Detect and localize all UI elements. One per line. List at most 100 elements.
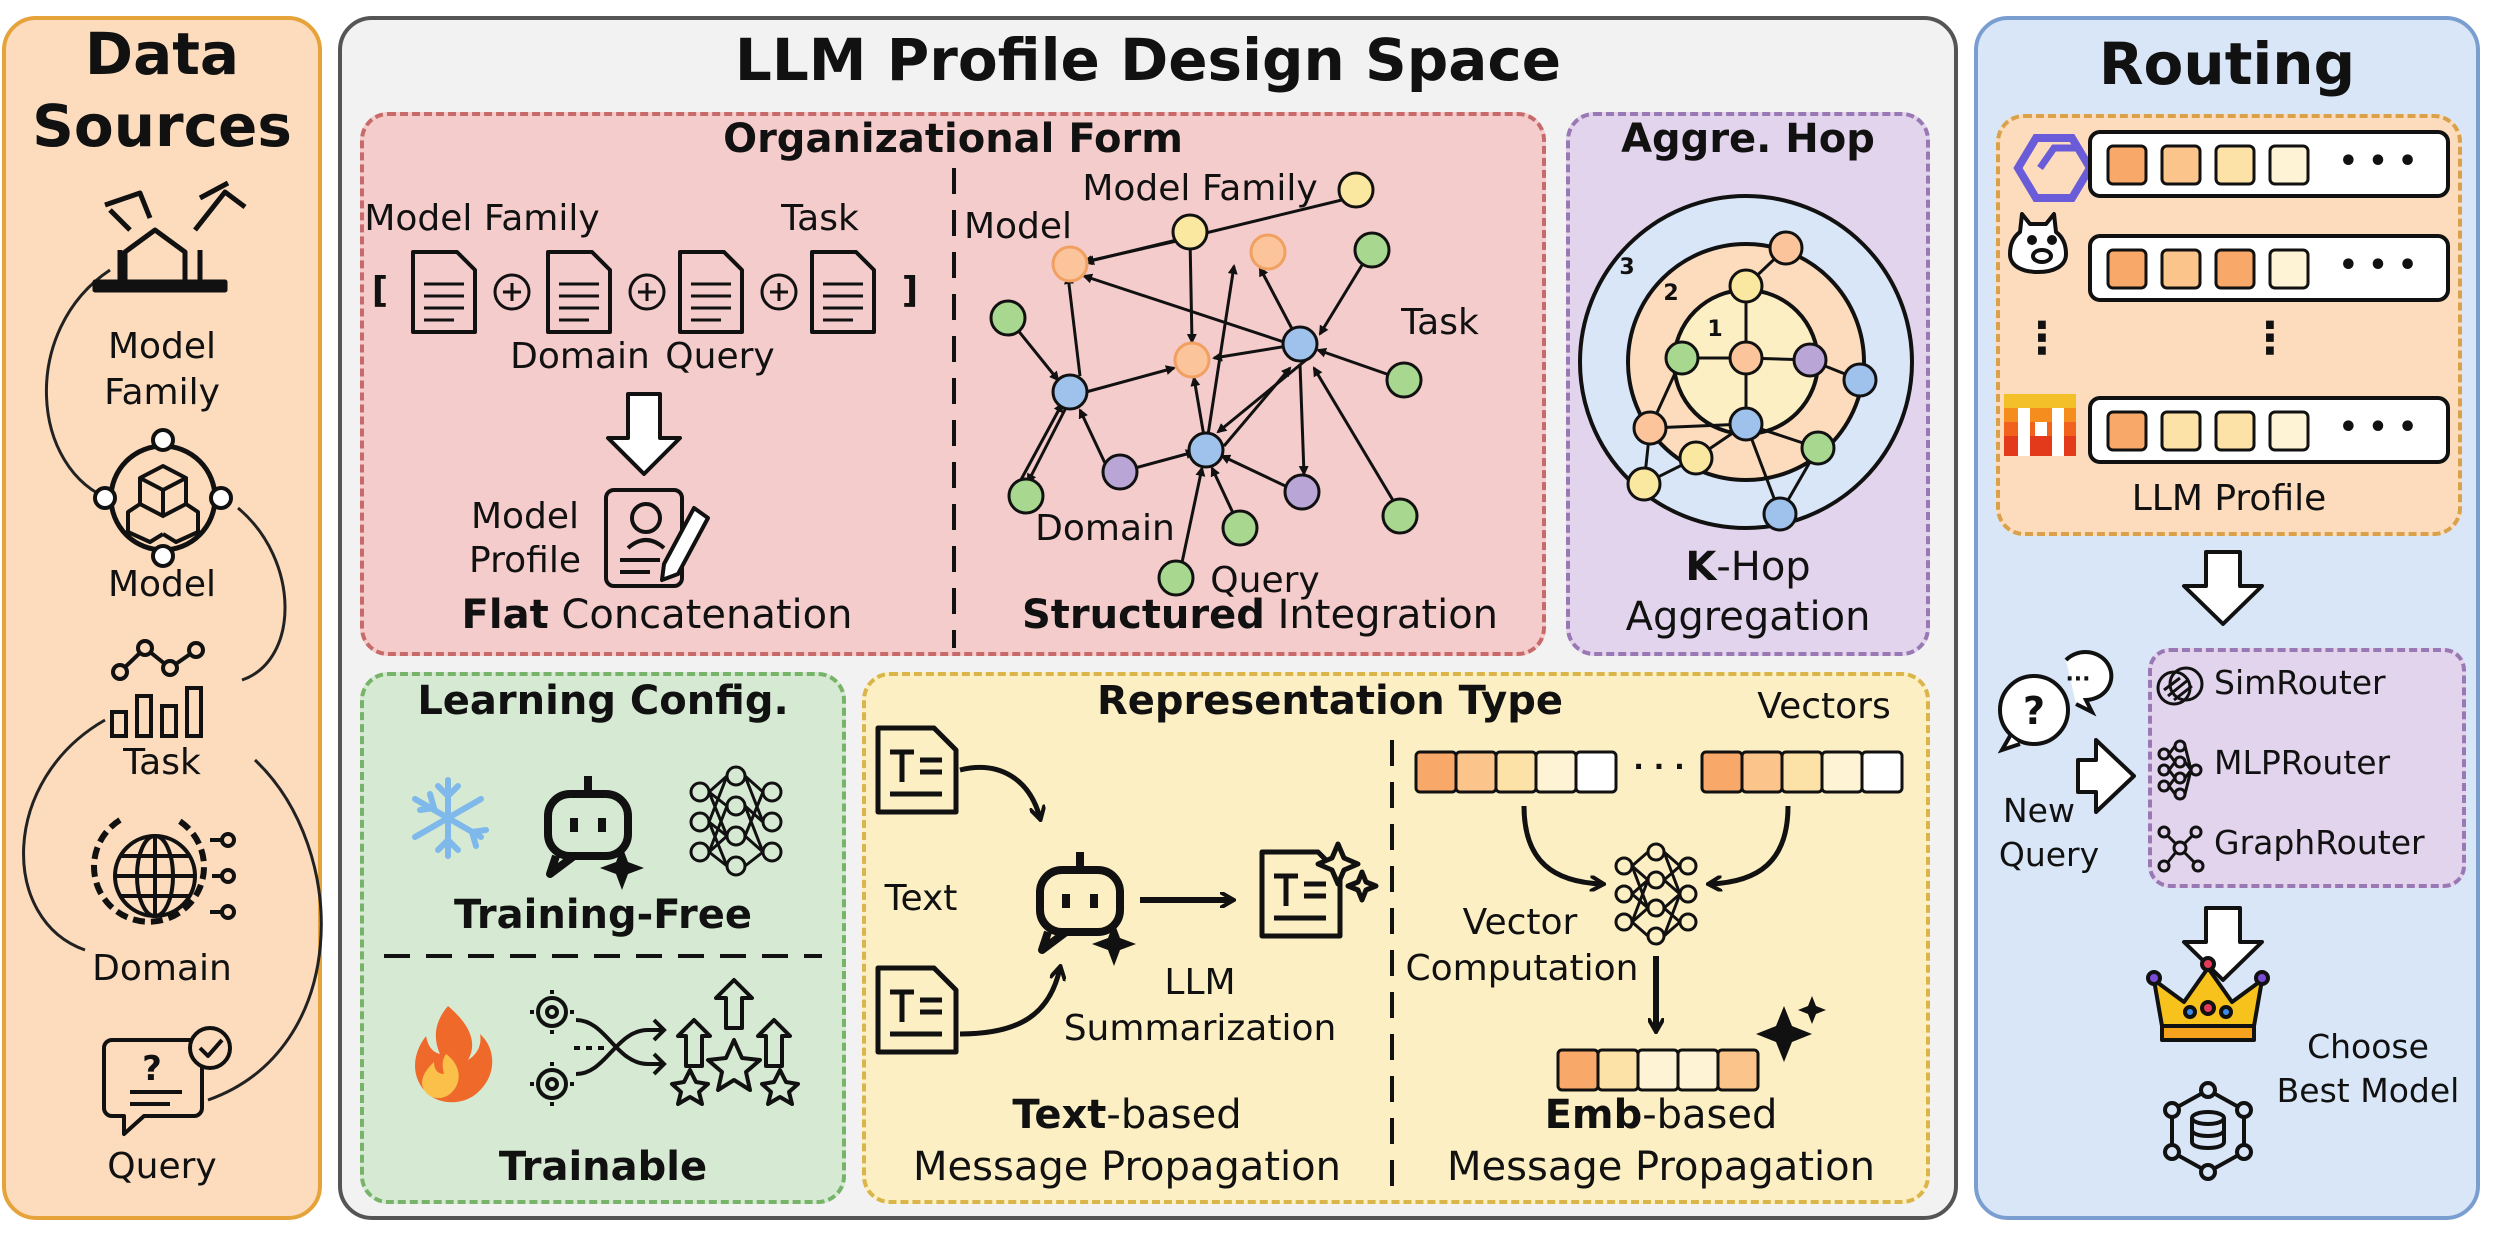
llm-summarization-line1: LLM <box>1164 962 1236 1003</box>
domain-label: Domain <box>92 948 232 989</box>
text-doc-icon-top <box>875 725 959 815</box>
vector-computation-line1: Vector <box>1462 902 1578 943</box>
vector-left <box>1414 750 1618 794</box>
k-hop-caption-line1: K-Hop <box>1566 546 1930 588</box>
org-form-title: Organizational Form <box>723 116 1183 162</box>
hop-label-2: 2 <box>1663 281 1679 306</box>
star-arrows-icon <box>670 978 800 1106</box>
profile-vdots-left: ⋮ <box>2020 313 2064 364</box>
structured-domain-label: Domain <box>1035 508 1175 549</box>
flat-bracket-open: [ <box>371 270 389 311</box>
snowflake-icon <box>412 777 489 859</box>
mistral-logo-icon <box>2004 394 2076 456</box>
qwen-logo-icon <box>2013 134 2095 202</box>
flat-model-family-label: Model Family <box>364 198 600 239</box>
choose-best-model-line1: Choose <box>2307 1027 2429 1066</box>
profile-row1-ellipsis: • • • <box>2338 144 2418 179</box>
structured-model-label: Model <box>963 206 1073 247</box>
emb-based-caption-rest: -based <box>1642 1092 1778 1138</box>
k-hop-caption-line2: Aggregation <box>1625 594 1871 640</box>
text-based-caption-line1: Text-based <box>862 1094 1392 1136</box>
structured-caption-bold: Structured <box>1021 592 1265 638</box>
choose-best-model-line2: Best Model <box>2276 1071 2460 1110</box>
structured-integration-caption: Structured Integration <box>990 594 1530 636</box>
gears-shuffle-icon <box>530 990 667 1106</box>
data-sources-title-line2: Sources <box>32 92 292 160</box>
simrouter-label: SimRouter <box>2214 663 2386 702</box>
svg-text:?: ? <box>142 1049 162 1089</box>
summary-doc-icon <box>1259 841 1379 939</box>
learning-config-title: Learning Config. <box>417 678 789 724</box>
vector-ellipsis: · · · <box>1633 750 1685 783</box>
new-query-line2: Query <box>1998 835 2100 874</box>
neural-network-icon <box>689 765 783 877</box>
vector-computation-line2: Computation <box>1405 948 1639 989</box>
profile-vdots-right: ⋮ <box>2248 313 2292 364</box>
design-space-title: LLM Profile Design Space <box>734 26 1562 94</box>
model-label: Model <box>107 564 217 605</box>
robot-icon <box>544 776 632 878</box>
llm-profile-label: LLM Profile <box>2131 478 2327 519</box>
text-based-caption-line2: Message Propagation <box>913 1144 1341 1190</box>
flat-domain-label: Domain <box>510 336 650 377</box>
data-sources-title-line1: Data <box>84 20 240 88</box>
svg-text:···: ··· <box>2065 667 2090 692</box>
learning-config-panel <box>360 672 846 1204</box>
emb-based-caption-bold: Emb <box>1544 1092 1643 1138</box>
structured-caption-rest: Integration <box>1264 592 1499 638</box>
text-input-label: Text <box>884 878 958 919</box>
flat-task-label: Task <box>781 198 859 239</box>
representation-title: Representation Type <box>1096 678 1564 724</box>
simrouter-icon <box>2156 666 2204 706</box>
flat-bracket-close: ] <box>901 270 919 311</box>
crown-icon <box>2146 956 2270 1042</box>
aggre-hop-title: Aggre. Hop <box>1621 116 1875 162</box>
structured-model-family-label: Model Family <box>1082 168 1318 209</box>
mlprouter-icon <box>2157 739 2203 801</box>
flat-query-label: Query <box>665 336 775 377</box>
structured-task-label: Task <box>1401 302 1479 343</box>
model-profile-label-line2: Profile <box>469 540 581 581</box>
hop-label-1: 1 <box>1707 317 1723 342</box>
svg-text:?: ? <box>2023 689 2045 733</box>
k-hop-caption-rest: -Hop <box>1716 544 1811 590</box>
llm-summarization-line2: Summarization <box>1063 1008 1337 1049</box>
vectors-label: Vectors <box>1757 686 1891 727</box>
routing-title: Routing <box>2098 30 2356 98</box>
flat-caption-rest: Concatenation <box>548 592 853 638</box>
hop-label-3: 3 <box>1619 255 1635 280</box>
graphrouter-label: GraphRouter <box>2214 823 2425 862</box>
model-family-label-line1: Model <box>107 326 217 367</box>
text-doc-icon-bottom <box>875 965 959 1055</box>
llm-robot-icon <box>1036 852 1124 954</box>
model-family-label-line2: Family <box>104 372 220 413</box>
emb-based-caption-line2: Message Propagation <box>1447 1144 1875 1190</box>
query-label: Query <box>107 1146 217 1187</box>
vector-output <box>1556 1048 1760 1092</box>
profile-row2-ellipsis: • • • <box>2338 248 2418 283</box>
training-free-label: Training-Free <box>454 892 752 938</box>
task-label: Task <box>123 742 201 783</box>
text-based-caption-bold: Text <box>1012 1092 1107 1138</box>
model-profile-label-line1: Model <box>470 496 580 537</box>
emb-based-caption-line1: Emb-based <box>1392 1094 1930 1136</box>
vector-right <box>1700 750 1904 794</box>
flat-concatenation-caption: Flat Concatenation <box>360 594 954 636</box>
